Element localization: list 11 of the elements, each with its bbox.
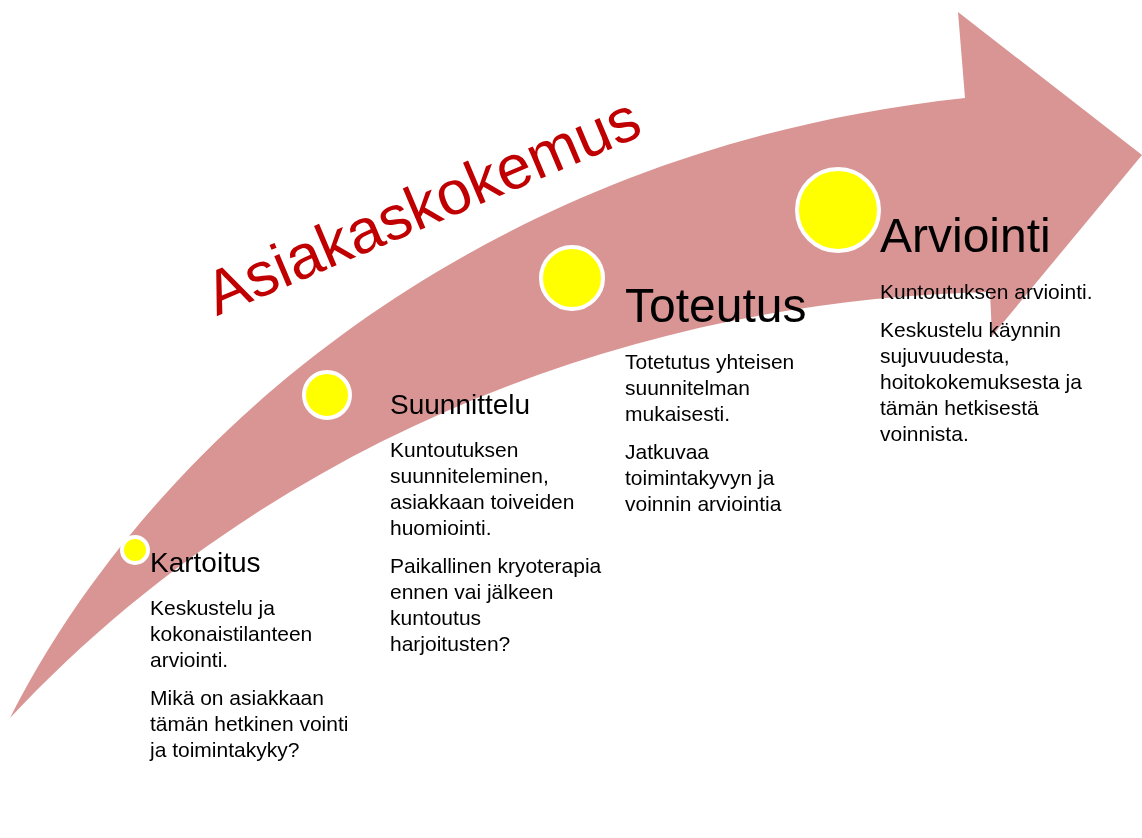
step-heading: Suunnittelu: [390, 390, 532, 421]
step-description: Jatkuvaa toimintakyvyn ja voinnin arviointia: [625, 438, 783, 517]
step-description: Keskustelu ja kokonaistilanteen arviointi.: [150, 594, 314, 673]
step-description: Paikallinen kryoterapia ennen vai jälkeen kuntoutus harjoitusten?: [390, 552, 603, 657]
step-description: Keskustelu käynnin sujuvuudesta, hoitokokemuksesta ja tämän hetkisestä voinnista.: [880, 316, 1083, 447]
step-description: Totetutus yhteisen suunnitelman mukaisesti.: [625, 348, 796, 427]
step-description: Kuntoutuksen arviointi.: [880, 278, 1094, 305]
step-description: Mikä on asiakkaan tämän hetkinen vointi ja toimintakyky?: [150, 684, 350, 763]
step-description: Kuntoutuksen suunniteleminen, asiakkaan toiveiden huomiointi.: [390, 436, 576, 541]
step-heading: Arviointi: [880, 210, 1052, 263]
step-heading: Kartoitus: [150, 548, 262, 579]
